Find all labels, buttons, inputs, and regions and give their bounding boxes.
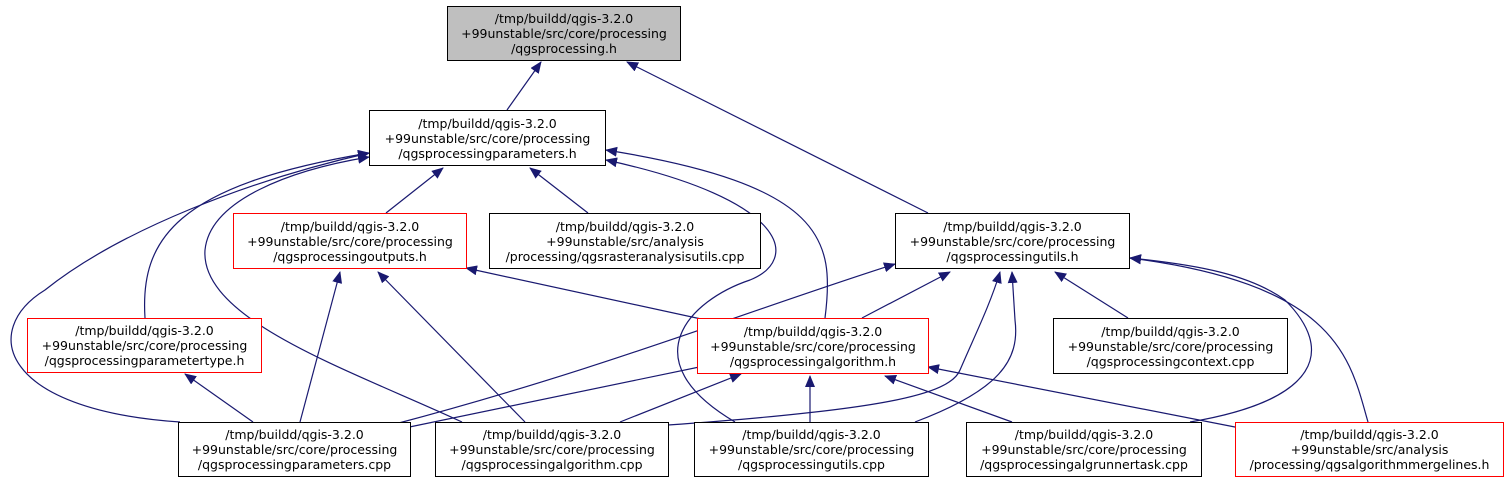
node-path-line-1: /tmp/buildd/qgis-3.2.0 — [75, 323, 214, 338]
node-path-line-3: /qgsprocessingalgrunnertask.cpp — [980, 457, 1188, 472]
node-path-line-2: +99unstable/src/core/processing — [710, 338, 916, 354]
node-path-line-1: /tmp/buildd/qgis-3.2.0 — [1300, 427, 1439, 442]
edge-raster-cpp-to-params-h — [529, 167, 589, 214]
node-qgsprocessingalgorithm-h[interactable]: /tmp/buildd/qgis-3.2.0 +99unstable/src/c… — [697, 318, 929, 374]
node-qgsprocessingalgrunnertask-cpp[interactable]: /tmp/buildd/qgis-3.2.0 +99unstable/src/c… — [966, 422, 1202, 477]
node-qgsprocessingparametertype-h[interactable]: /tmp/buildd/qgis-3.2.0 +99unstable/src/c… — [27, 318, 262, 373]
node-path-line-3: /qgsprocessingparameters.cpp — [197, 457, 392, 472]
node-path-line-1: /tmp/buildd/qgis-3.2.0 — [225, 427, 364, 442]
node-path-line-1: /tmp/buildd/qgis-3.2.0 — [494, 11, 634, 26]
node-qgsrasteranalysisutils-cpp[interactable]: /tmp/buildd/qgis-3.2.0 +99unstable/src/a… — [489, 213, 761, 269]
node-qgsprocessingoutputs-h[interactable]: /tmp/buildd/qgis-3.2.0 +99unstable/src/c… — [233, 213, 467, 269]
node-qgsprocessingcontext-cpp[interactable]: /tmp/buildd/qgis-3.2.0 +99unstable/src/c… — [1053, 318, 1288, 374]
edge-merge-h-to-algo-h — [927, 364, 1241, 429]
node-path-line-3: /qgsprocessingcontext.cpp — [1086, 353, 1255, 369]
edge-params-cpp-to-utils-h — [394, 262, 896, 425]
node-path-line-3: /qgsprocessingalgorithm.cpp — [461, 457, 643, 472]
node-path-line-1: /tmp/buildd/qgis-3.2.0 — [482, 427, 622, 442]
node-path-line-1: /tmp/buildd/qgis-3.2.0 — [555, 218, 695, 234]
node-path-line-3: /qgsprocessingparameters.h — [398, 145, 577, 161]
edge-params-cpp-to-algo-h — [394, 362, 710, 431]
node-path-line-3: /qgsprocessingalgorithm.h — [729, 353, 897, 369]
node-path-line-3: /qgsprocessingoutputs.h — [273, 248, 427, 264]
node-path-line-2: +99unstable/src/core/processing — [909, 233, 1116, 249]
node-path-line-3: /processing/qgsalgorithmmergelines.h — [1249, 457, 1490, 472]
node-path-line-1: /tmp/buildd/qgis-3.2.0 — [280, 218, 420, 234]
edge-utils-cpp-to-utils-h — [914, 271, 1018, 423]
node-path-line-1: /tmp/buildd/qgis-3.2.0 — [742, 427, 881, 442]
edge-params-cpp-to-ptype-h — [184, 373, 254, 423]
node-qgsprocessingparameters-h[interactable]: /tmp/buildd/qgis-3.2.0 +99unstable/src/c… — [369, 110, 606, 166]
node-path-line-3: /qgsprocessingutils.cpp — [738, 457, 885, 472]
edge-algo-cpp-to-algo-h — [619, 373, 742, 423]
edge-outputs-h-to-params-h — [385, 167, 444, 214]
node-path-line-2: +99unstable/src/core/processing — [981, 442, 1187, 457]
node-path-line-2: +99unstable/src/core/processing — [41, 338, 248, 353]
edge-algo-h-to-params-h — [605, 146, 829, 319]
edge-context-cpp-to-utils-h — [1054, 271, 1129, 319]
node-path-line-2: +99unstable/src/core/processing — [461, 26, 667, 41]
node-path-line-1: /tmp/buildd/qgis-3.2.0 — [1014, 427, 1154, 442]
node-path-line-2: +99unstable/src/analysis — [1290, 442, 1449, 457]
node-path-line-2: +99unstable/src/core/processing — [449, 442, 655, 457]
node-path-line-2: +99unstable/src/core/processing — [384, 130, 591, 146]
edge-params-h-to-root — [506, 61, 542, 111]
edge-params-cpp-to-params-h — [10, 150, 370, 423]
node-path-line-2: +99unstable/src/core/processing — [708, 442, 915, 457]
edge-utils-cpp-to-params-h — [605, 157, 777, 423]
edge-ptype-h-to-params-h — [143, 149, 370, 319]
node-path-line-2: +99unstable/src/core/processing — [191, 442, 398, 457]
edge-runner-cpp-to-utils-h — [1129, 254, 1312, 423]
node-path-line-3: /qgsprocessingutils.h — [946, 248, 1079, 264]
node-path-line-3: /qgsprocessingparametertype.h — [44, 353, 245, 368]
node-qgsprocessingutils-cpp[interactable]: /tmp/buildd/qgis-3.2.0 +99unstable/src/c… — [694, 422, 929, 477]
edge-algo-h-to-utils-h — [861, 271, 951, 319]
edge-utils-h-to-root — [626, 61, 929, 214]
edge-algo-cpp-to-params-h — [204, 153, 463, 423]
node-path-line-2: +99unstable/src/core/processing — [247, 233, 453, 249]
edge-runner-cpp-to-algo-h — [884, 375, 1013, 423]
node-path-line-1: /tmp/buildd/qgis-3.2.0 — [1101, 323, 1240, 339]
edge-params-cpp-to-outputs-h — [299, 271, 342, 423]
node-qgsalgorithmmergelines-h[interactable]: /tmp/buildd/qgis-3.2.0 +99unstable/src/a… — [1235, 422, 1504, 477]
edge-algo-h-to-outputs-h — [465, 265, 716, 323]
node-path-line-3: /qgsprocessing.h — [511, 41, 617, 56]
node-path-line-3: /processing/qgsrasteranalysisutils.cpp — [505, 248, 745, 264]
node-path-line-1: /tmp/buildd/qgis-3.2.0 — [943, 218, 1082, 234]
node-qgsprocessingparameters-cpp[interactable]: /tmp/buildd/qgis-3.2.0 +99unstable/src/c… — [178, 422, 411, 477]
node-qgsprocessingutils-h[interactable]: /tmp/buildd/qgis-3.2.0 +99unstable/src/c… — [895, 213, 1130, 269]
node-qgsprocessing-h: /tmp/buildd/qgis-3.2.0 +99unstable/src/c… — [447, 6, 681, 61]
node-path-line-2: +99unstable/src/core/processing — [1067, 338, 1274, 354]
edge-algo-cpp-to-utils-h — [667, 271, 1002, 426]
edge-merge-h-to-utils-h — [1129, 254, 1369, 423]
node-path-line-2: +99unstable/src/analysis — [546, 233, 704, 249]
node-path-line-1: /tmp/buildd/qgis-3.2.0 — [743, 323, 883, 339]
edge-algo-cpp-to-outputs-h — [377, 271, 526, 423]
node-path-line-1: /tmp/buildd/qgis-3.2.0 — [418, 115, 557, 131]
node-qgsprocessingalgorithm-cpp[interactable]: /tmp/buildd/qgis-3.2.0 +99unstable/src/c… — [435, 422, 669, 477]
